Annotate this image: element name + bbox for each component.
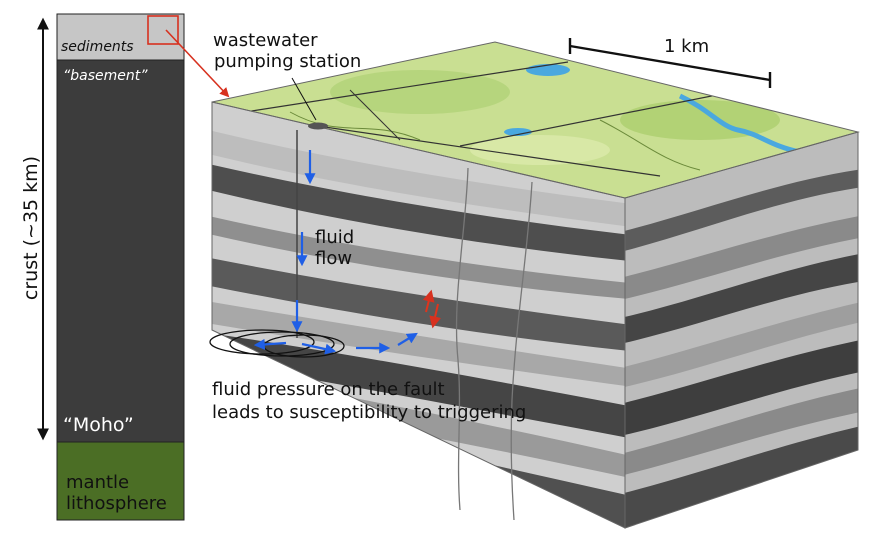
station-leader-line xyxy=(291,77,317,121)
fault-note-line2: leads to susceptibility to triggering xyxy=(212,402,526,423)
fault-line-2 xyxy=(510,181,533,521)
crust-thickness-label: crust (~35 km) xyxy=(20,156,42,300)
pressure-plume-1 xyxy=(209,329,315,355)
pumping-station-marker xyxy=(308,122,328,130)
road-4 xyxy=(349,89,401,141)
moho-label: “Moho” xyxy=(63,414,134,436)
inset-pointer-arrow xyxy=(165,29,230,98)
block-side-face xyxy=(625,132,858,528)
scale-bar xyxy=(568,38,772,88)
station-label-line1: wastewater xyxy=(213,30,318,51)
mantle-lithosphere-layer xyxy=(56,441,185,521)
flow-arrow-left xyxy=(253,338,287,350)
river xyxy=(678,93,801,155)
fault-slip-arrow-1 xyxy=(422,289,435,313)
crustal-column: sediments “basement” “Moho” mantle litho… xyxy=(20,13,230,521)
mantle-label-line1: mantle xyxy=(66,472,129,493)
lake-1 xyxy=(526,64,570,76)
basement-label: “basement” xyxy=(63,68,148,84)
sediments-layer xyxy=(56,13,185,61)
station-label-line2: pumping station xyxy=(214,51,361,72)
flow-arrow-right-1 xyxy=(301,342,337,355)
mantle-label-line2: lithosphere xyxy=(66,493,167,514)
road-1 xyxy=(231,61,569,115)
flow-label-line1: fluid xyxy=(315,227,354,248)
scale-bar-label: 1 km xyxy=(664,36,709,57)
fault-line-1 xyxy=(455,167,469,511)
sediments-label: sediments xyxy=(61,39,134,55)
block-outline-side xyxy=(624,131,859,529)
fault-note-line1: fluid pressure on the fault xyxy=(212,379,445,400)
flow-arrow-right-3 xyxy=(397,332,418,346)
flow-label-line2: flow xyxy=(315,248,352,269)
inset-highlight-box xyxy=(147,15,179,45)
lake-2 xyxy=(504,128,532,136)
block-diagram: 1 km wastewater pumping station fluid fl… xyxy=(209,30,860,529)
crust-layer xyxy=(56,59,185,443)
fault-slip-arrow-2 xyxy=(429,303,441,329)
road-2 xyxy=(317,125,661,177)
